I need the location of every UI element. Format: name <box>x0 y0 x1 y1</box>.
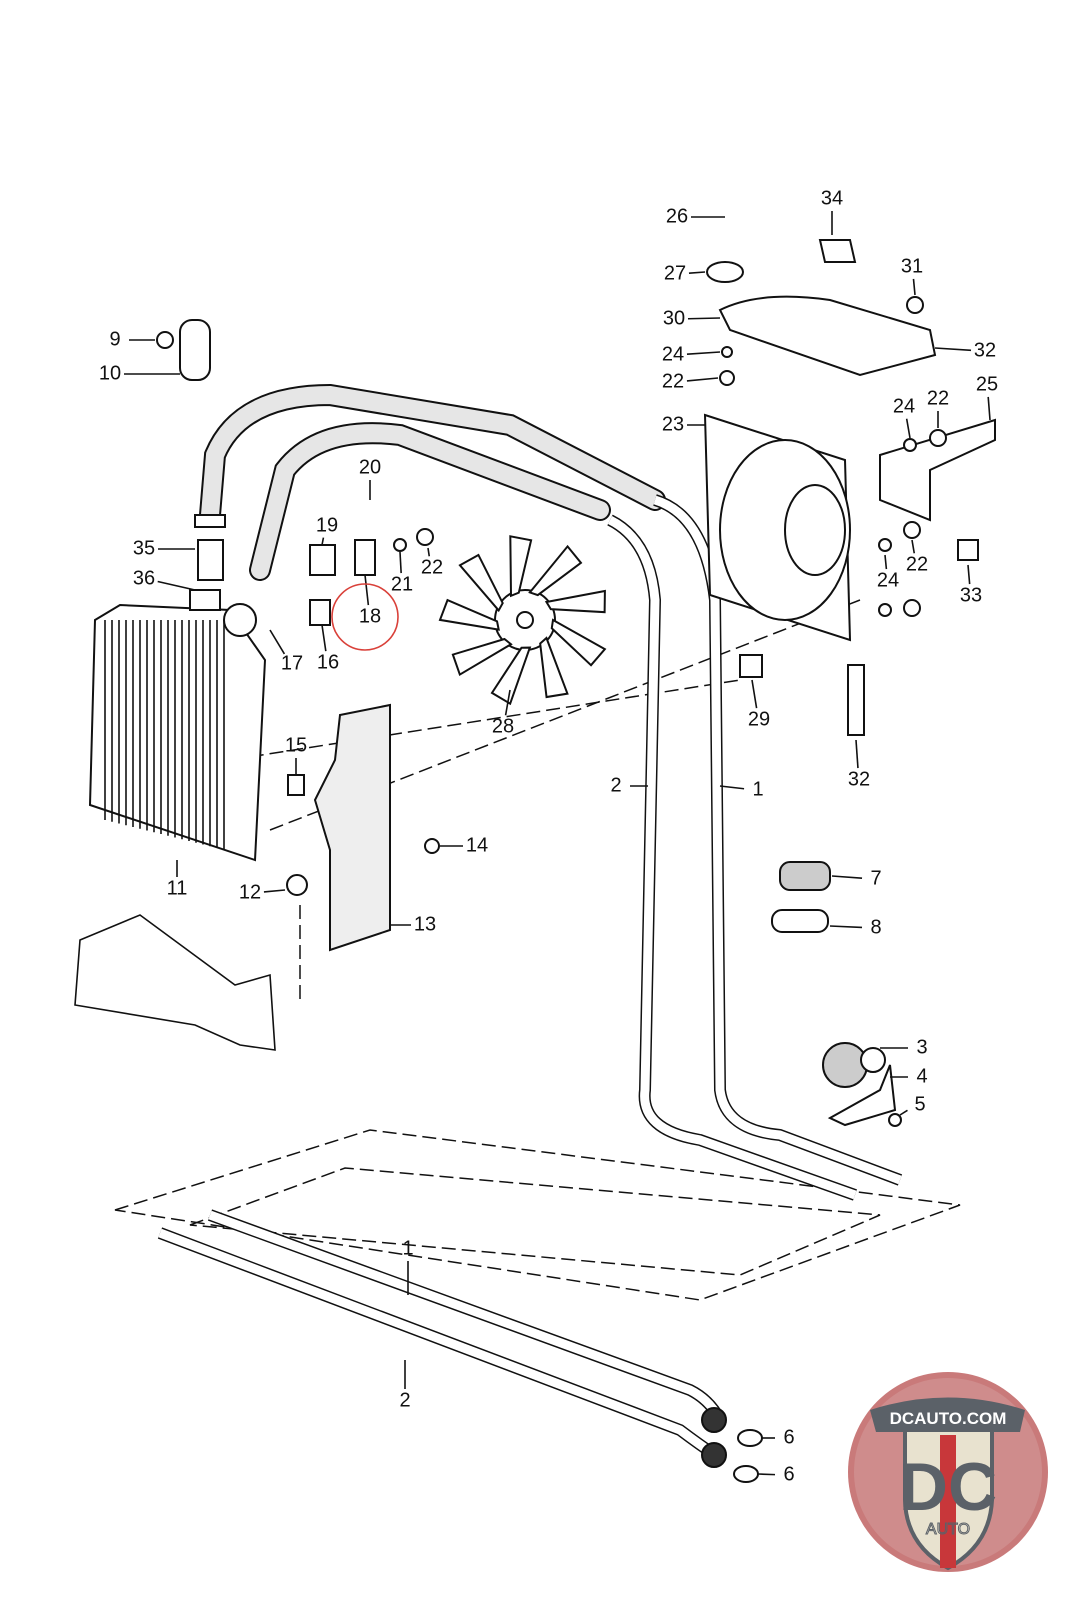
leader-line <box>686 351 721 356</box>
leader-line <box>934 347 972 352</box>
leader-line <box>987 396 991 421</box>
callout-22: 22 <box>662 370 684 392</box>
callout-24: 24 <box>893 395 915 417</box>
leader-line <box>157 580 196 591</box>
fan-blade <box>550 618 607 667</box>
leader-line <box>884 554 888 570</box>
leader-line <box>399 551 402 574</box>
fan-blade <box>458 553 504 613</box>
callout-19: 19 <box>316 514 338 536</box>
callout-22: 22 <box>421 556 443 578</box>
leader-line <box>905 418 911 439</box>
callout-29: 29 <box>748 708 770 730</box>
callout-5: 5 <box>914 1093 925 1115</box>
leader-line <box>719 785 745 790</box>
logo-letters: DC <box>899 1449 997 1525</box>
radiator-bracket <box>74 914 276 1051</box>
callout-20: 20 <box>359 456 381 478</box>
callout-21: 21 <box>391 573 413 595</box>
logo-bottom-text: AUTO <box>926 1521 970 1538</box>
leader-line <box>757 1473 776 1476</box>
callout-13: 13 <box>414 913 436 935</box>
callout-25: 25 <box>976 373 998 395</box>
callout-27: 27 <box>664 262 686 284</box>
leader-line <box>321 537 325 546</box>
callout-3: 3 <box>916 1036 927 1058</box>
leader-line <box>751 679 758 709</box>
leader-line <box>912 278 916 296</box>
fan-blade <box>539 636 569 699</box>
leader-line <box>688 271 706 274</box>
callout-2: 2 <box>610 774 621 796</box>
leader-line <box>504 689 511 716</box>
fan-blade <box>509 535 533 598</box>
callout-14: 14 <box>466 834 488 856</box>
callout-1: 1 <box>402 1237 413 1259</box>
fan-shroud <box>703 413 852 642</box>
dcauto-logo: DCAUTO.COM DC AUTO <box>848 1372 1048 1572</box>
leader-line <box>269 629 286 655</box>
leader-line <box>899 1109 908 1116</box>
leader-line <box>829 925 863 929</box>
highlight-circle <box>331 583 399 651</box>
callout-22: 22 <box>906 553 928 575</box>
callout-16: 16 <box>317 651 339 673</box>
callout-4: 4 <box>916 1065 927 1087</box>
callout-24: 24 <box>877 569 899 591</box>
small-parts <box>156 239 979 1483</box>
callout-32: 32 <box>974 339 996 361</box>
leader-line <box>967 564 971 585</box>
callout-2: 2 <box>399 1389 410 1411</box>
fan-blade <box>451 637 513 677</box>
callout-17: 17 <box>281 652 303 674</box>
callout-22: 22 <box>927 387 949 409</box>
callout-36: 36 <box>133 567 155 589</box>
callout-12: 12 <box>239 881 261 903</box>
leader-line <box>687 317 721 320</box>
callout-18: 18 <box>359 605 381 627</box>
leader-line <box>686 377 719 382</box>
logo-stripe <box>940 1435 956 1568</box>
fan-blade <box>490 646 532 706</box>
coolant-hoses <box>199 383 666 581</box>
callout-31: 31 <box>901 255 923 277</box>
logo-top-text: DCAUTO.COM <box>890 1409 1007 1428</box>
callout-24: 24 <box>662 343 684 365</box>
leader-line <box>911 539 916 554</box>
callout-9: 9 <box>109 328 120 350</box>
leader-line <box>263 889 286 893</box>
callout-8: 8 <box>870 916 881 938</box>
leader-line <box>831 875 863 879</box>
leader-line <box>855 739 859 769</box>
leader-line <box>364 574 370 606</box>
radiator <box>88 589 267 862</box>
callout-23: 23 <box>662 413 684 435</box>
callout-26: 26 <box>666 205 688 227</box>
fan-blade <box>528 544 583 597</box>
callout-7: 7 <box>870 867 881 889</box>
callout-35: 35 <box>133 537 155 559</box>
leader-line <box>427 547 431 557</box>
callout-6: 6 <box>783 1463 794 1485</box>
callout-32: 32 <box>848 768 870 790</box>
callout-1: 1 <box>752 778 763 800</box>
callout-11: 11 <box>167 877 188 899</box>
upper-bracket <box>706 261 996 522</box>
fan-blade <box>438 598 500 631</box>
fan <box>438 535 607 706</box>
callout-10: 10 <box>99 362 121 384</box>
callout-28: 28 <box>492 715 514 737</box>
fan-blade <box>544 589 606 614</box>
radiator-shroud-seal <box>313 703 391 952</box>
callout-33: 33 <box>960 584 982 606</box>
callout-34: 34 <box>821 187 843 209</box>
callout-30: 30 <box>663 307 685 329</box>
leader-line <box>321 624 327 652</box>
callout-15: 15 <box>285 734 307 756</box>
callout-6: 6 <box>783 1426 794 1448</box>
